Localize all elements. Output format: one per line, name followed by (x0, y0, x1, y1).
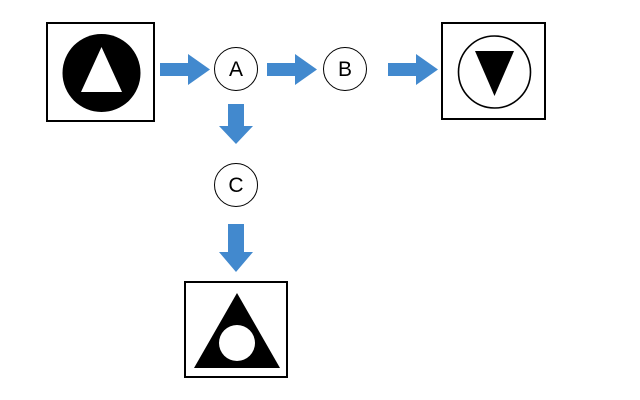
black-triangle-with-white-circle-box[interactable] (184, 281, 288, 378)
arrow-down-c-to-box-end (219, 224, 253, 272)
outlined-circle-black-triangle-down-icon (457, 35, 532, 109)
node-circle-c[interactable]: C (214, 163, 258, 207)
outlined-circle-with-black-triangle-box[interactable] (441, 22, 546, 120)
arrow-down-icon (219, 224, 253, 272)
arrow-right-b-to-box-end (388, 54, 438, 85)
node-circle-a[interactable]: A (214, 47, 258, 91)
filled-circle-white-triangle-up-icon (62, 34, 141, 112)
black-triangle-up-white-circle-icon (194, 293, 280, 368)
arrow-right-icon (388, 54, 438, 85)
arrow-down-icon (219, 104, 253, 144)
arrow-right-icon (267, 54, 317, 85)
node-circle-b[interactable]: B (323, 47, 367, 91)
arrow-down-a-to-c (219, 104, 253, 144)
filled-circle-with-white-triangle-box[interactable] (46, 22, 155, 122)
node-label-c: C (228, 173, 244, 197)
arrow-right-icon (160, 54, 210, 85)
arrow-right-box-start-to-a (160, 54, 210, 85)
node-label-b: B (337, 57, 352, 81)
arrow-right-a-to-b (267, 54, 317, 85)
node-label-a: A (228, 57, 243, 81)
